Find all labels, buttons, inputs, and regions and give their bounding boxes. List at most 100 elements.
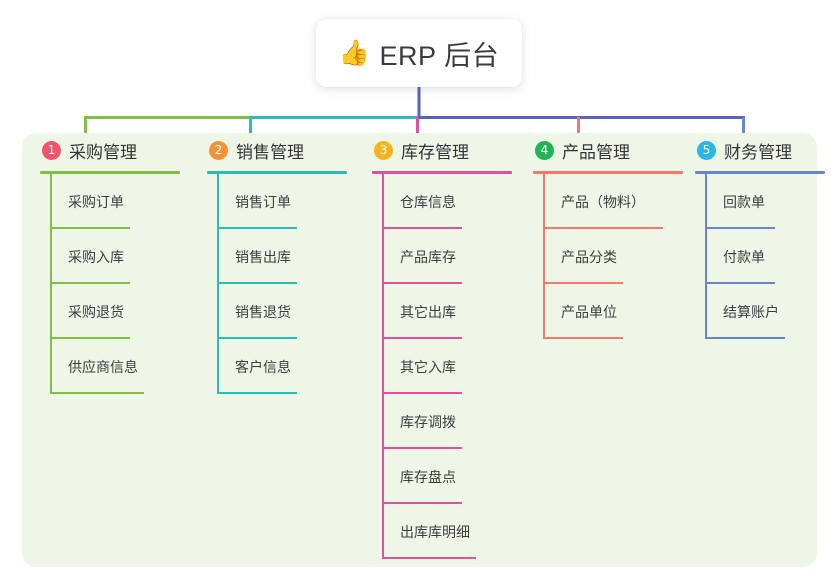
- list-item[interactable]: 供应商信息: [50, 339, 190, 394]
- list-item-label: 库存调拨: [400, 414, 456, 430]
- list-item-label: 销售出库: [235, 249, 291, 265]
- list-item[interactable]: 其它入库: [382, 339, 522, 394]
- list-item-underline: [50, 282, 130, 284]
- list-item-label: 回款单: [723, 194, 765, 210]
- column-title-3: 库存管理: [401, 142, 469, 162]
- list-item[interactable]: 库存调拨: [382, 394, 522, 449]
- column-underline-2: [207, 171, 347, 174]
- list-item-label: 其它入库: [400, 359, 456, 375]
- list-item-label: 客户信息: [235, 359, 291, 375]
- list-item-label: 其它出库: [400, 304, 456, 320]
- list-item-label: 采购退货: [68, 304, 124, 320]
- list-item-label: 产品（物料）: [561, 194, 645, 210]
- list-item-label: 供应商信息: [68, 359, 138, 375]
- list-item[interactable]: 回款单: [705, 174, 835, 229]
- list-item[interactable]: 仓库信息: [382, 174, 522, 229]
- thumbs-up-icon: 👍: [338, 38, 371, 67]
- column-header-3[interactable]: 3 库存管理: [372, 133, 522, 167]
- column-title-4: 产品管理: [562, 142, 630, 162]
- list-item-label: 销售订单: [235, 194, 291, 210]
- root-node-card[interactable]: 👍 ERP 后台: [316, 19, 522, 87]
- list-item-label: 库存盘点: [400, 469, 456, 485]
- column-badge-4: 4: [535, 140, 554, 160]
- column-spine-3: [382, 174, 384, 559]
- list-item[interactable]: 其它出库: [382, 284, 522, 339]
- list-item[interactable]: 产品分类: [543, 229, 693, 284]
- list-item-label: 产品单位: [561, 304, 617, 320]
- column-title-2: 销售管理: [236, 142, 304, 162]
- list-item-label: 产品分类: [561, 249, 617, 265]
- list-item-label: 付款单: [723, 249, 765, 265]
- list-item-underline: [382, 227, 462, 229]
- list-item[interactable]: 采购入库: [50, 229, 190, 284]
- root-title-text: ERP 后台: [379, 40, 500, 71]
- list-item[interactable]: 产品单位: [543, 284, 693, 339]
- column-5: 5 财务管理回款单付款单结算账户: [695, 133, 835, 339]
- list-item-underline: [543, 282, 623, 284]
- list-item[interactable]: 采购订单: [50, 174, 190, 229]
- list-item[interactable]: 采购退货: [50, 284, 190, 339]
- list-item-label: 仓库信息: [400, 194, 456, 210]
- column-header-1[interactable]: 1 采购管理: [40, 133, 190, 167]
- list-item-underline: [50, 337, 130, 339]
- list-item[interactable]: 产品库存: [382, 229, 522, 284]
- column-items-2: 销售订单销售出库销售退货客户信息: [217, 174, 357, 394]
- column-header-5[interactable]: 5 财务管理: [695, 133, 835, 167]
- list-item-underline: [382, 502, 462, 504]
- list-item-label: 销售退货: [235, 304, 291, 320]
- list-item[interactable]: 销售退货: [217, 284, 357, 339]
- list-item[interactable]: 库存盘点: [382, 449, 522, 504]
- column-underline-1: [40, 171, 180, 174]
- list-item-underline: [543, 227, 663, 229]
- column-badge-1: 1: [42, 140, 61, 160]
- column-badge-5: 5: [697, 140, 716, 160]
- column-spine-2: [217, 174, 219, 394]
- column-title-1: 采购管理: [69, 142, 137, 162]
- column-items-4: 产品（物料） 产品分类产品单位: [543, 174, 693, 339]
- column-2: 2 销售管理销售订单销售出库销售退货客户信息: [207, 133, 357, 394]
- column-badge-2: 2: [209, 140, 228, 160]
- list-item-underline: [217, 392, 297, 394]
- mindmap-panel: 1 采购管理采购订单采购入库采购退货供应商信息 2 销售管理销售订单销售出库销售退货客…: [22, 133, 825, 567]
- list-item-underline: [543, 337, 623, 339]
- column-4: 4 产品管理产品（物料） 产品分类产品单位: [533, 133, 693, 339]
- column-3: 3 库存管理仓库信息产品库存其它出库其它入库库存调拨库存盘点出库库明细: [372, 133, 522, 559]
- list-item-underline: [382, 282, 462, 284]
- list-item[interactable]: 结算账户: [705, 284, 835, 339]
- list-item[interactable]: 付款单: [705, 229, 835, 284]
- list-item-label: 采购订单: [68, 194, 124, 210]
- list-item[interactable]: 出库库明细: [382, 504, 522, 559]
- column-underline-4: [533, 171, 683, 174]
- column-title-5: 财务管理: [724, 142, 792, 162]
- list-item[interactable]: 销售订单: [217, 174, 357, 229]
- list-item-underline: [50, 392, 144, 394]
- list-item-underline: [705, 337, 785, 339]
- list-item-underline: [217, 282, 297, 284]
- column-spine-5: [705, 174, 707, 339]
- list-item-underline: [217, 337, 297, 339]
- list-item[interactable]: 产品（物料）: [543, 174, 693, 229]
- list-item-label: 出库库明细: [400, 524, 470, 540]
- column-items-5: 回款单付款单结算账户: [705, 174, 835, 339]
- list-item-underline: [705, 282, 775, 284]
- list-item-underline: [382, 392, 462, 394]
- column-badge-3: 3: [374, 140, 393, 160]
- column-header-4[interactable]: 4 产品管理: [533, 133, 693, 167]
- page-title: 👍 ERP 后台: [339, 34, 499, 73]
- list-item-underline: [382, 447, 462, 449]
- column-items-3: 仓库信息产品库存其它出库其它入库库存调拨库存盘点出库库明细: [382, 174, 522, 559]
- list-item-label: 结算账户: [723, 304, 779, 320]
- list-item-underline: [382, 557, 476, 559]
- list-item-underline: [382, 337, 462, 339]
- column-items-1: 采购订单采购入库采购退货供应商信息: [50, 174, 190, 394]
- column-underline-5: [695, 171, 825, 174]
- list-item-label: 产品库存: [400, 249, 456, 265]
- list-item[interactable]: 客户信息: [217, 339, 357, 394]
- column-1: 1 采购管理采购订单采购入库采购退货供应商信息: [40, 133, 190, 394]
- column-spine-4: [543, 174, 545, 339]
- list-item-underline: [217, 227, 297, 229]
- column-header-2[interactable]: 2 销售管理: [207, 133, 357, 167]
- list-item[interactable]: 销售出库: [217, 229, 357, 284]
- list-item-underline: [705, 227, 775, 229]
- column-underline-3: [372, 171, 512, 174]
